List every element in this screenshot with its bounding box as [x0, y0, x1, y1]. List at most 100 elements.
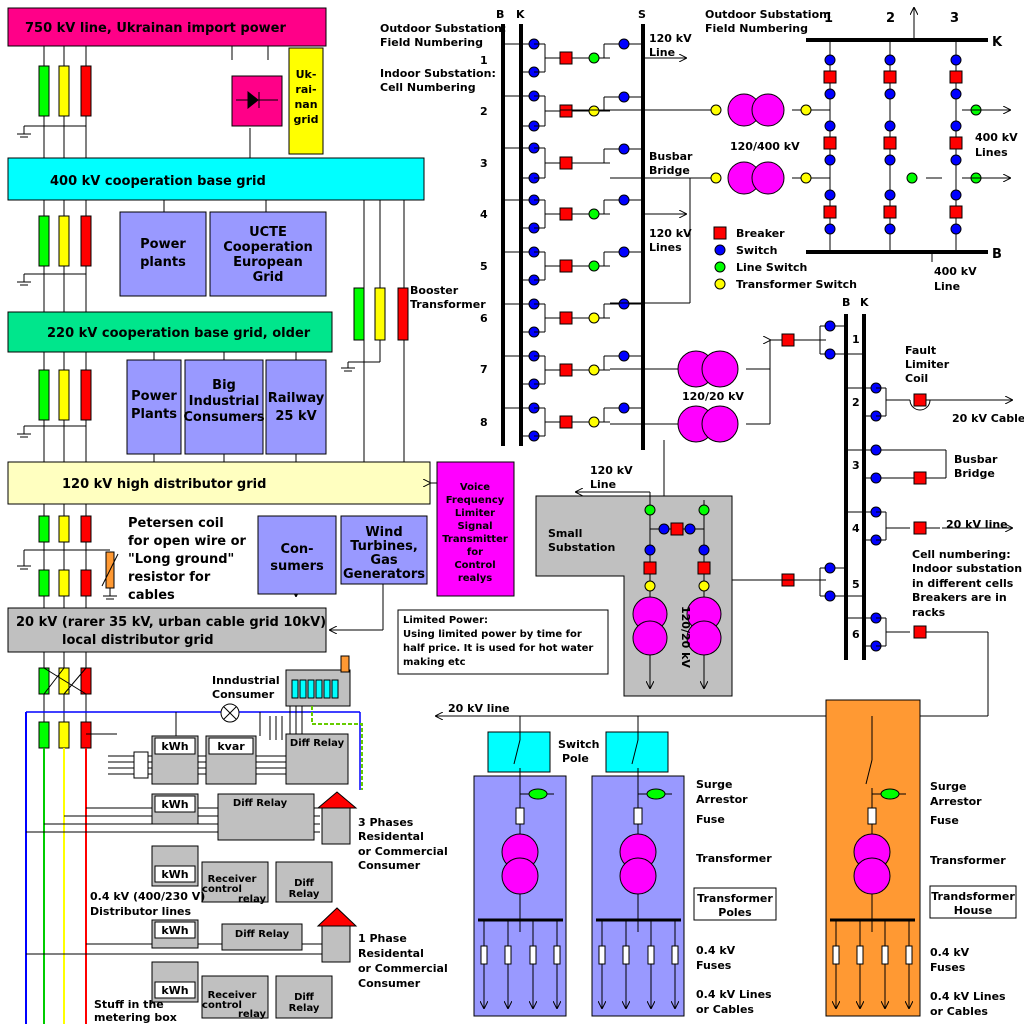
breaker-icon	[823, 205, 837, 219]
diff-3ph-2	[275, 861, 333, 903]
switch-icon	[824, 320, 836, 332]
svg-text:3: 3	[852, 459, 860, 472]
fuse1: Fuse	[696, 813, 725, 826]
switch-icon	[658, 523, 670, 535]
tr-120-20-b-2	[701, 405, 739, 443]
wind-l2: Turbines,	[350, 539, 418, 554]
cell-note: Cell numbering: Indoor substation in dif…	[912, 548, 1022, 619]
breaker-icon	[883, 205, 897, 219]
indoor-cell-numbers: 1 2 3 4 5 6 7 8	[480, 54, 488, 429]
svg-text:6: 6	[852, 628, 860, 641]
big-industrial-l1: Big	[212, 378, 236, 393]
lines-400-l1: 400 kV	[975, 131, 1018, 144]
breaker-icon	[559, 51, 573, 65]
lines2-l2: or Cables	[930, 1005, 988, 1018]
legend-label: Breaker	[736, 227, 785, 240]
svg-text:5: 5	[480, 260, 488, 273]
ukrainian-grid-l4: grid	[294, 113, 319, 126]
lv-fuse-icon	[881, 945, 889, 965]
legend-label: Switch	[736, 244, 777, 257]
tr-120-400-b-2	[751, 161, 785, 195]
svg-text:4: 4	[480, 208, 488, 221]
tr-120-400-a-2	[751, 93, 785, 127]
transformer1: Transformer	[696, 852, 772, 865]
kwh-display-1ph-2	[154, 981, 196, 999]
switch-icon	[884, 54, 896, 66]
box-220kv-label: 220 kV cooperation base grid, older	[47, 326, 311, 341]
r20-bus-b: B	[842, 296, 850, 309]
switch-icon	[824, 590, 836, 602]
factory-icon	[285, 655, 351, 707]
svg-text:Control: Control	[454, 560, 495, 571]
one-phase-l3: or Commercial	[358, 962, 448, 975]
breaker-icon	[823, 136, 837, 150]
switch-icon	[618, 246, 630, 258]
wires-20-04	[43, 652, 87, 668]
surge2-l2: Arrestor	[930, 795, 982, 808]
industrial-l2: Consumer	[212, 688, 275, 701]
switch-pole-l2: Pole	[562, 752, 589, 765]
wind-l4: Generators	[343, 567, 425, 582]
surge1-l2: Arrestor	[696, 793, 748, 806]
small-substation-bg	[535, 495, 733, 697]
diff-relay-3ph-label: Diff Relay	[233, 798, 288, 809]
transformer-stack-20	[38, 667, 117, 749]
lv-fuse-icon	[856, 945, 864, 965]
kwh-label-1ph-2: kWh	[161, 984, 188, 997]
legend-label: Transformer Switch	[736, 278, 857, 291]
switch-icon	[618, 402, 630, 414]
lines1-l1: 0.4 kV Lines	[696, 988, 772, 1001]
line-switch-icon	[644, 504, 656, 516]
breaker-icon	[559, 259, 573, 273]
breaker-icon	[559, 311, 573, 325]
transformer-icon	[853, 857, 891, 895]
voice-freq-box	[436, 461, 515, 597]
tr-switch-icon	[588, 416, 600, 428]
transformer-icon	[619, 857, 657, 895]
ucte-l3: European	[233, 255, 303, 270]
outdoor-numbering-l2: Field Numbering	[380, 36, 483, 49]
receiver-3ph-l3: relay	[238, 894, 267, 905]
breaker-icon	[883, 70, 897, 84]
breaker-icon	[559, 363, 573, 377]
svg-text:6: 6	[480, 312, 488, 325]
power-plants-box-2	[126, 359, 182, 455]
ucte-box	[209, 211, 327, 297]
field-3: 3	[950, 11, 959, 26]
switch-icon	[824, 189, 836, 201]
transformer-icon	[686, 620, 722, 656]
one-phase-l2: Residental	[358, 947, 424, 960]
big-industrial-l2: Industrial	[189, 394, 260, 409]
kwh-label-3ph-2: kWh	[161, 868, 188, 881]
breaker-icon	[781, 333, 795, 347]
tr-switch-icon	[588, 105, 600, 117]
lv-fuse-icon	[553, 945, 561, 965]
ukrainian-grid-l3: nan	[294, 98, 317, 111]
consumers-box	[257, 515, 337, 595]
bottom-units	[478, 716, 915, 1008]
limited-l3: half price. It is used for hot water	[403, 643, 593, 654]
lamp-cross	[223, 706, 237, 720]
svg-text:1: 1	[852, 333, 860, 346]
railway-l2: 25 kV	[275, 409, 316, 424]
box-120kv	[7, 461, 431, 505]
house-icon-1ph	[316, 907, 358, 963]
switch-blade-icon	[513, 739, 521, 765]
line-120a-l1: 120 kV	[649, 32, 692, 45]
big-industrial-box	[184, 359, 264, 455]
tr-poles-box	[693, 887, 777, 921]
line-400-l1: 400 kV	[934, 265, 977, 278]
lv-fuse-icon	[504, 945, 512, 965]
svg-text:cables: cables	[128, 588, 175, 603]
switch-icon	[618, 143, 630, 155]
diff-3ph-2-l2: Relay	[289, 889, 320, 900]
fuses1-l2: Fuses	[696, 959, 732, 972]
legend-line-switch-icon	[714, 261, 726, 273]
switch-icon	[824, 348, 836, 360]
small-line-l1: 120 kV	[590, 464, 633, 477]
three-phase-l4: Consumer	[358, 859, 421, 872]
house-icon-3ph	[316, 791, 358, 845]
lv-fuse-icon	[622, 945, 630, 965]
switch-icon	[618, 350, 630, 362]
